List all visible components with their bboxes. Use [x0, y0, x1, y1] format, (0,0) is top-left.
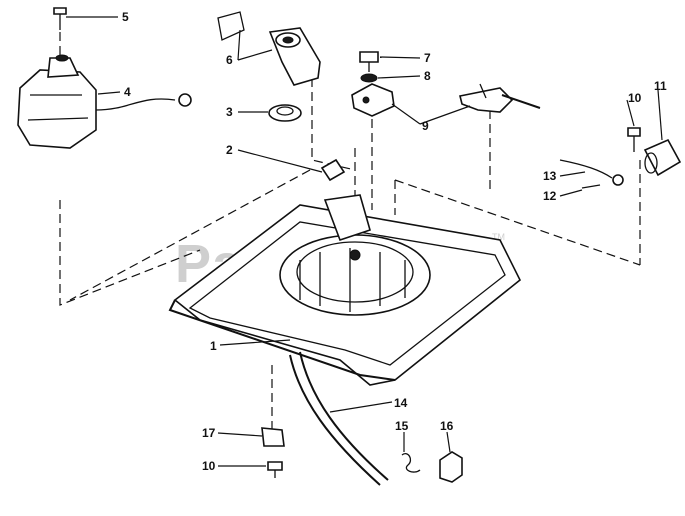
part-1-mounting-plate	[168, 194, 522, 386]
callout-16: 16	[440, 419, 454, 433]
part-2-plate	[320, 158, 346, 182]
part-15-spring	[401, 453, 421, 473]
callout-1: 1	[210, 339, 217, 353]
callout-10-upper: 10	[628, 91, 642, 105]
part-5-screw	[53, 7, 67, 30]
callout-2: 2	[226, 143, 233, 157]
part-8-washer	[360, 73, 378, 83]
callout-9: 9	[422, 119, 429, 133]
part-10-screw-upper	[627, 127, 641, 152]
callout-17: 17	[202, 426, 216, 440]
callout-7: 7	[424, 51, 431, 65]
callout-14: 14	[394, 396, 408, 410]
callout-10-lower: 10	[202, 459, 216, 473]
part-4-ignition-module	[17, 54, 192, 149]
leader-lines	[66, 16, 663, 467]
watermark-trademark: TM	[492, 232, 505, 242]
callout-13: 13	[543, 169, 557, 183]
callout-12: 12	[543, 189, 557, 203]
callout-8: 8	[424, 69, 431, 83]
part-11-condenser	[643, 138, 682, 177]
callout-numbers: 5 4 6 3 2 7 8 9 10 11 13 12 1 14 15 16 1…	[122, 10, 667, 473]
part-16-boot	[439, 451, 463, 483]
part-7-screw	[359, 51, 379, 72]
callout-15: 15	[395, 419, 409, 433]
callout-4: 4	[124, 85, 131, 99]
callout-3: 3	[226, 105, 233, 119]
callout-5: 5	[122, 10, 129, 24]
part-10-screw-lower	[267, 461, 283, 478]
part-9-points-assembly	[351, 83, 541, 117]
part-14-lead-wire	[289, 351, 389, 486]
part-6-bracket	[217, 11, 321, 86]
part-3-washer	[268, 104, 302, 122]
part-17-clip	[261, 427, 285, 447]
part-12-13-wires	[559, 159, 624, 189]
callout-11: 11	[654, 79, 667, 93]
callout-6: 6	[226, 53, 233, 67]
